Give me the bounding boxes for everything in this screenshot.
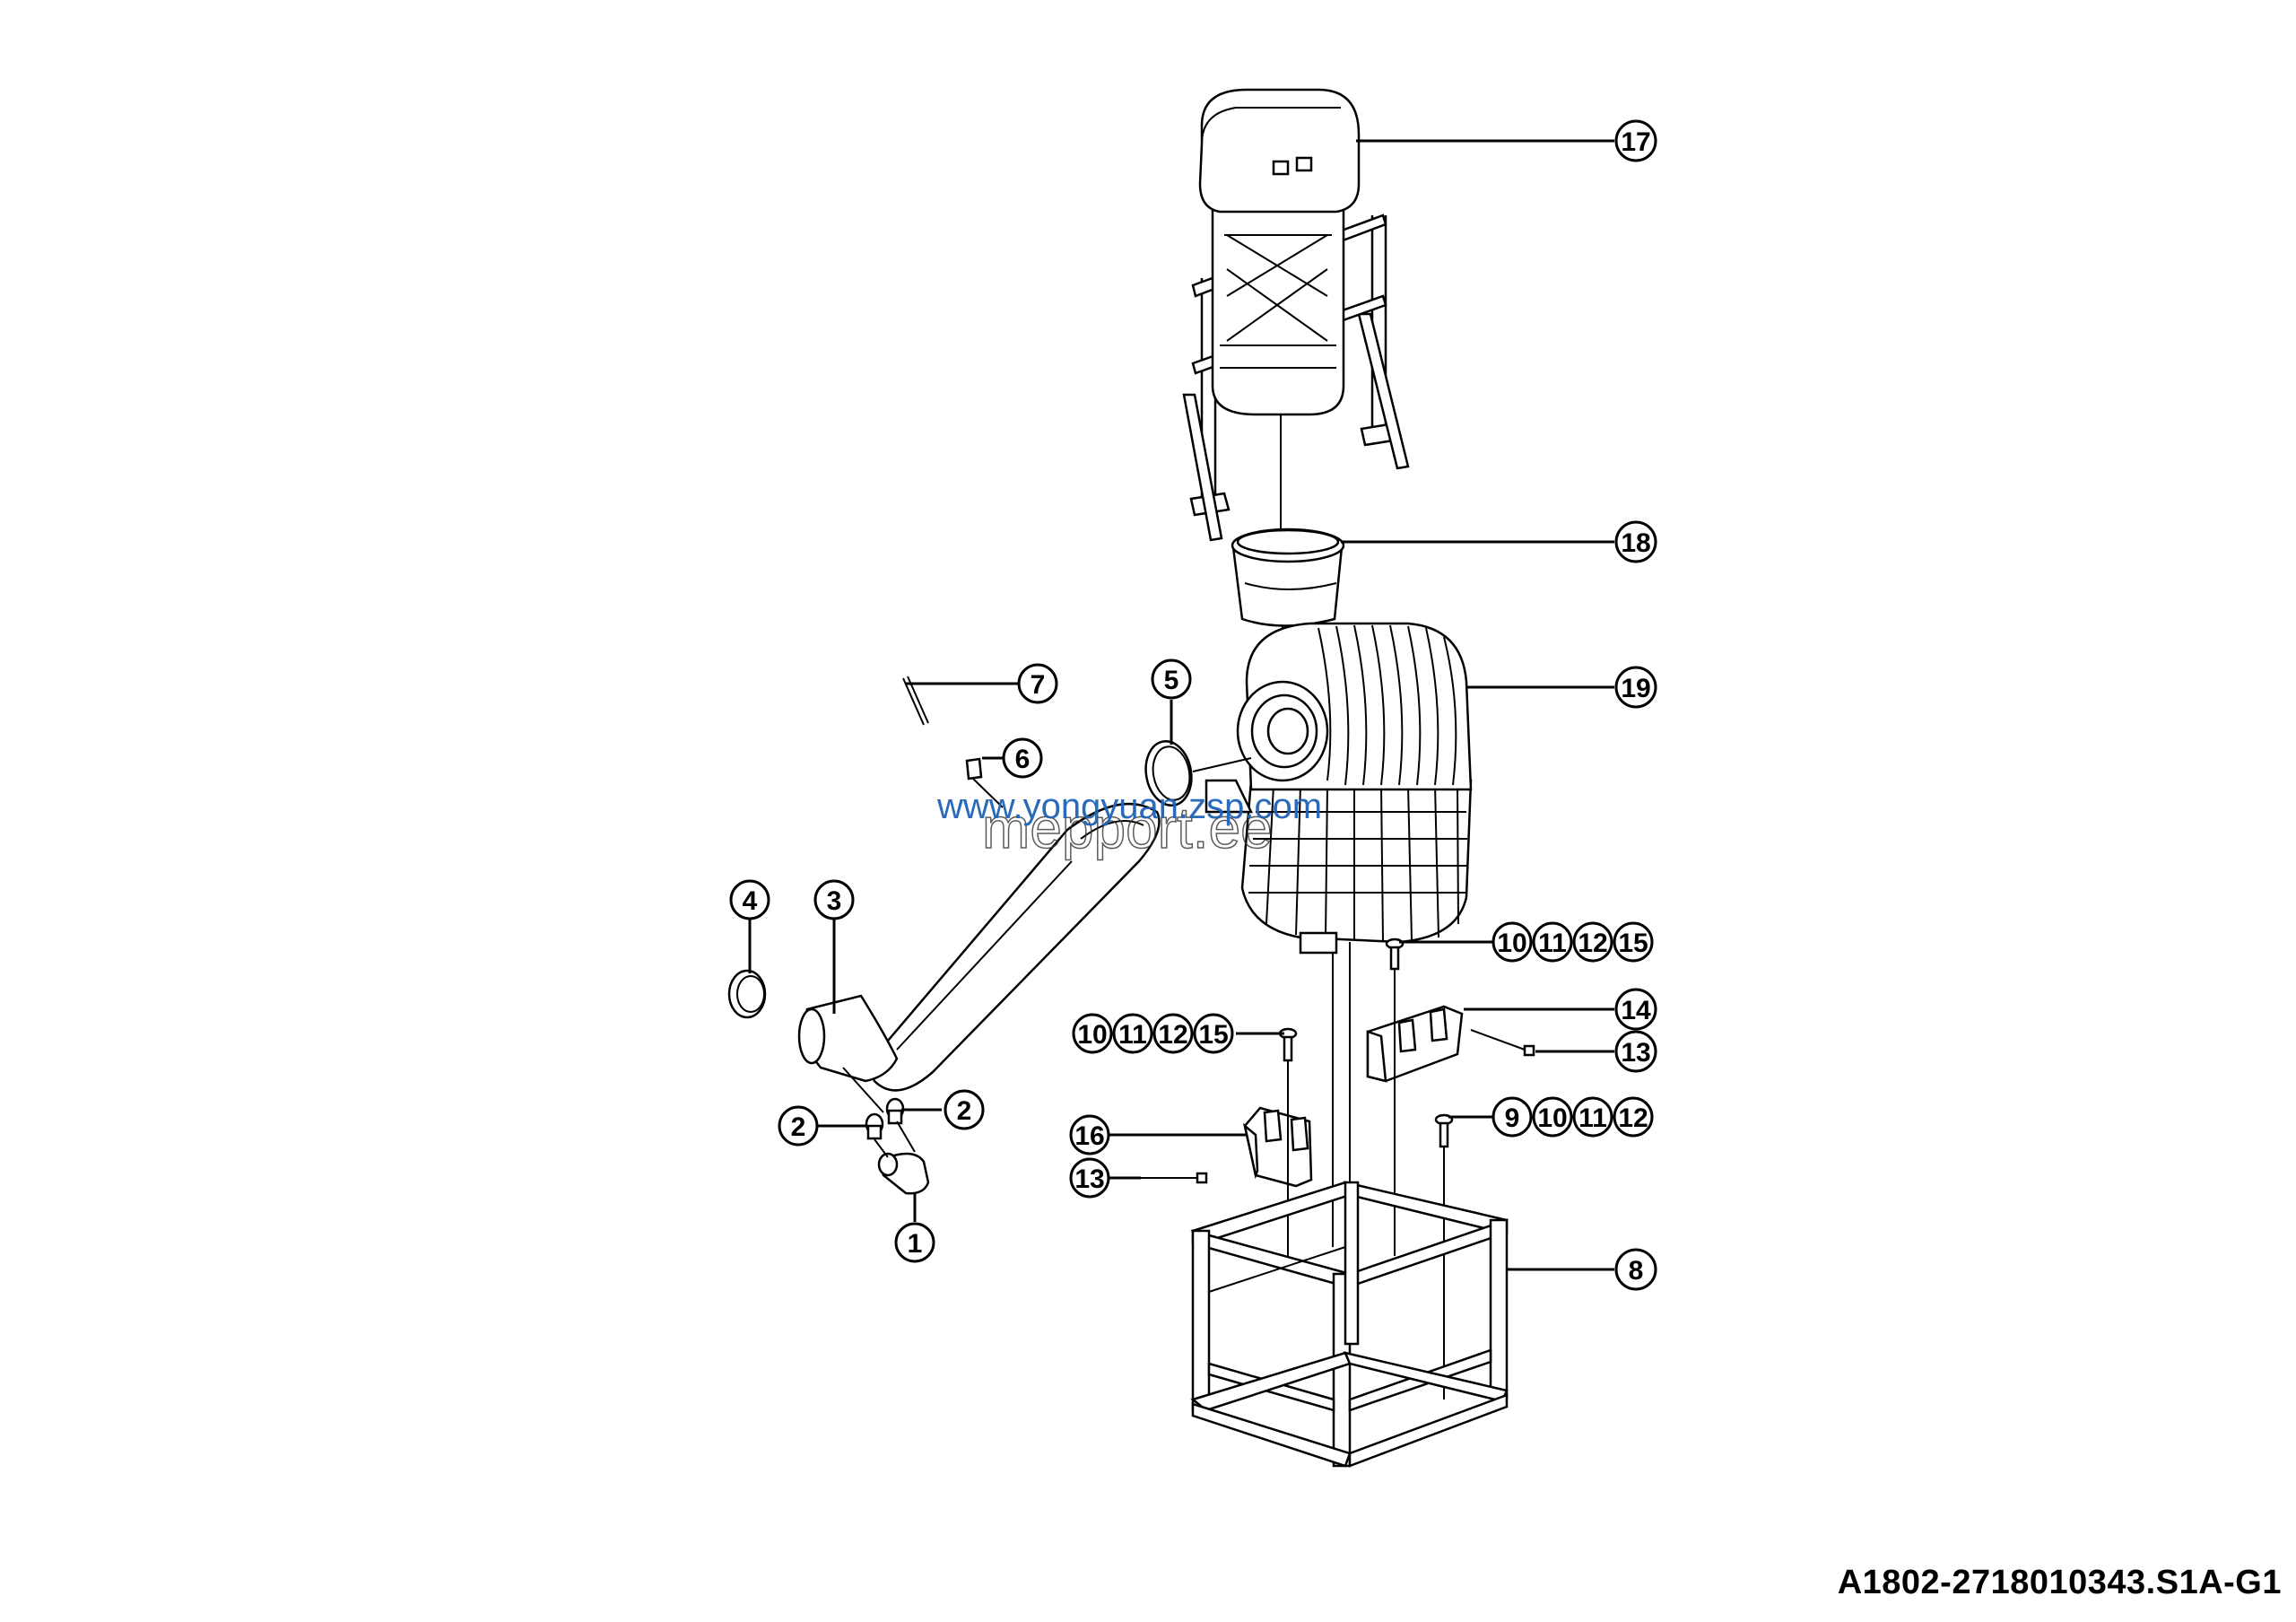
- svg-text:3: 3: [827, 886, 842, 916]
- intake-hose: [797, 802, 1161, 1113]
- callout-5: 5: [1151, 658, 1192, 700]
- svg-text:2: 2: [791, 1112, 806, 1142]
- callout-14: 14: [1614, 988, 1657, 1031]
- bolt: [1385, 937, 1405, 1256]
- svg-text:8: 8: [1629, 1256, 1644, 1286]
- callout-13-right: 13: [1614, 1030, 1657, 1073]
- callout-17: 17: [1614, 119, 1657, 162]
- mounting-bracket: [1243, 1106, 1313, 1188]
- nut: [1470, 1029, 1535, 1057]
- callout-1: 1: [894, 1222, 935, 1263]
- callout-19: 19: [1614, 666, 1657, 709]
- svg-text:15: 15: [1198, 1020, 1228, 1050]
- svg-text:16: 16: [1074, 1121, 1104, 1151]
- callout-group-10-11-12-15-right: 10 11 12 15: [1492, 921, 1654, 963]
- svg-text:11: 11: [1118, 1020, 1147, 1050]
- callout-7: 7: [1017, 663, 1058, 704]
- callout-4: 4: [729, 879, 770, 920]
- callout-13-left: 13: [1069, 1157, 1110, 1199]
- bolt: [1434, 1113, 1454, 1400]
- leader-lines: [748, 139, 1614, 1271]
- svg-text:12: 12: [1158, 1020, 1187, 1050]
- svg-text:2: 2: [957, 1096, 972, 1126]
- watermark-url: www.yongyuan.zsp.com: [936, 787, 1322, 826]
- plug: [885, 1097, 905, 1125]
- svg-text:4: 4: [743, 886, 758, 916]
- drawing-number: A1802-2718010343.S1A-G1: [1837, 1564, 2282, 1601]
- svg-text:11: 11: [1538, 929, 1567, 958]
- svg-text:12: 12: [1578, 929, 1607, 958]
- nut: [1141, 1172, 1208, 1184]
- air-filter-housing: [1205, 622, 1473, 955]
- svg-text:13: 13: [1074, 1164, 1104, 1194]
- callout-18: 18: [1614, 520, 1657, 563]
- callout-group-10-11-12-15-left: 10 11 12 15: [1072, 1013, 1234, 1054]
- sensor-fitting: [965, 757, 1004, 808]
- callout-group-9-10-11-12: 9 10 11 12: [1492, 1096, 1654, 1138]
- svg-text:12: 12: [1618, 1103, 1648, 1133]
- svg-text:14: 14: [1621, 996, 1651, 1025]
- callout-16: 16: [1069, 1114, 1110, 1155]
- watermark-brand: mepport.ee: [982, 796, 1273, 860]
- clamp-ring: [1144, 740, 1252, 807]
- svg-text:17: 17: [1621, 127, 1650, 157]
- svg-text:9: 9: [1505, 1103, 1520, 1133]
- svg-text:10: 10: [1497, 929, 1526, 958]
- plug: [865, 1112, 884, 1140]
- svg-text:6: 6: [1015, 745, 1031, 774]
- svg-text:13: 13: [1621, 1038, 1650, 1068]
- svg-text:1: 1: [908, 1229, 923, 1259]
- support-frame: [1190, 1181, 1509, 1468]
- adapter-duct: [1231, 528, 1345, 627]
- callout-2-left: 2: [778, 1105, 819, 1147]
- svg-text:15: 15: [1618, 929, 1648, 958]
- callout-6: 6: [1002, 737, 1043, 779]
- callout-2-right: 2: [944, 1089, 985, 1130]
- svg-text:10: 10: [1537, 1103, 1567, 1133]
- svg-text:7: 7: [1031, 670, 1046, 700]
- svg-text:18: 18: [1621, 528, 1650, 558]
- svg-text:10: 10: [1077, 1020, 1107, 1050]
- svg-text:5: 5: [1164, 666, 1179, 695]
- bracket: [1366, 1005, 1464, 1083]
- elbow-fitting: [874, 1121, 930, 1195]
- callout-3: 3: [813, 879, 855, 920]
- snorkel-hood: [1182, 88, 1410, 542]
- callout-8: 8: [1614, 1248, 1657, 1291]
- end-cap: [727, 969, 767, 1019]
- svg-text:11: 11: [1578, 1103, 1607, 1133]
- svg-text:19: 19: [1621, 674, 1650, 703]
